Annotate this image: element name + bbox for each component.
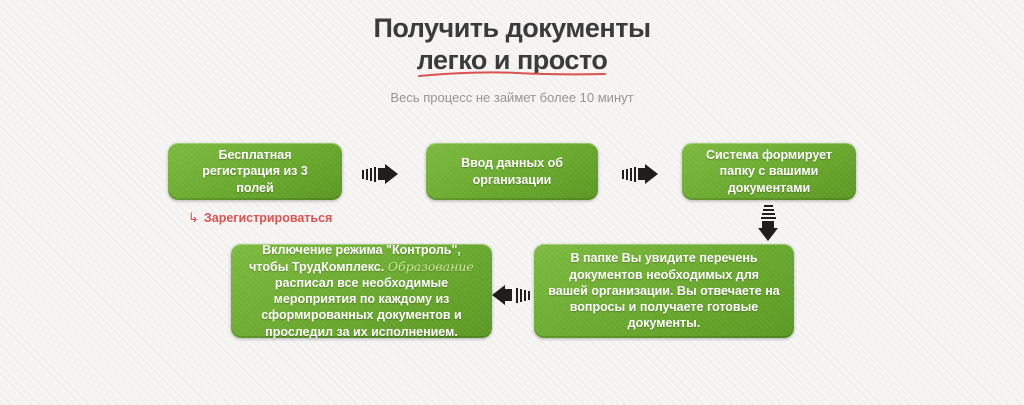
step-text: Система формирует папку с вашими докумен…: [705, 148, 833, 195]
step-box-control: Включение режима "Контроль", чтобы ТрудК…: [231, 242, 492, 340]
arrow-down-icon: [757, 205, 779, 241]
brand-product-name: Образование: [387, 258, 474, 274]
step-box-documents: В папке Вы увидите перечень документов н…: [534, 244, 794, 338]
title-underline: [418, 71, 606, 77]
step-box-data-entry: Ввод данных об организации: [426, 143, 598, 200]
arrow-right-icon: [362, 163, 398, 185]
page-title-line-1: Получить документы: [373, 13, 651, 43]
step-text-before: Включение режима "Контроль", чтобы: [249, 243, 461, 274]
arrow-right-icon: [622, 163, 658, 185]
page-title-line-2: легко и просто: [416, 45, 608, 75]
register-link[interactable]: ↳ Зарегистрироваться: [188, 210, 332, 226]
step-text: Включение режима "Контроль", чтобы ТрудК…: [245, 242, 478, 340]
return-arrow-icon: ↳: [188, 210, 199, 225]
step-text-after: расписал все необходимые мероприятия по …: [261, 275, 462, 339]
register-link-label: Зарегистрироваться: [203, 211, 333, 225]
step-box-folder: Система формирует папку с вашими докумен…: [682, 143, 856, 200]
step-text: Ввод данных об организации: [461, 156, 563, 187]
step-text: В папке Вы увидите перечень документов н…: [548, 251, 780, 331]
brand-name: ТрудКомплекс.: [291, 259, 385, 274]
page-subtitle: Весь процесс не займет более 10 минут: [390, 90, 634, 105]
step-box-registration: Бесплатная регистрация из 3 полей: [168, 143, 342, 200]
arrow-left-icon: [492, 284, 530, 306]
step-text: Бесплатная регистрация из 3 полей: [202, 148, 308, 195]
